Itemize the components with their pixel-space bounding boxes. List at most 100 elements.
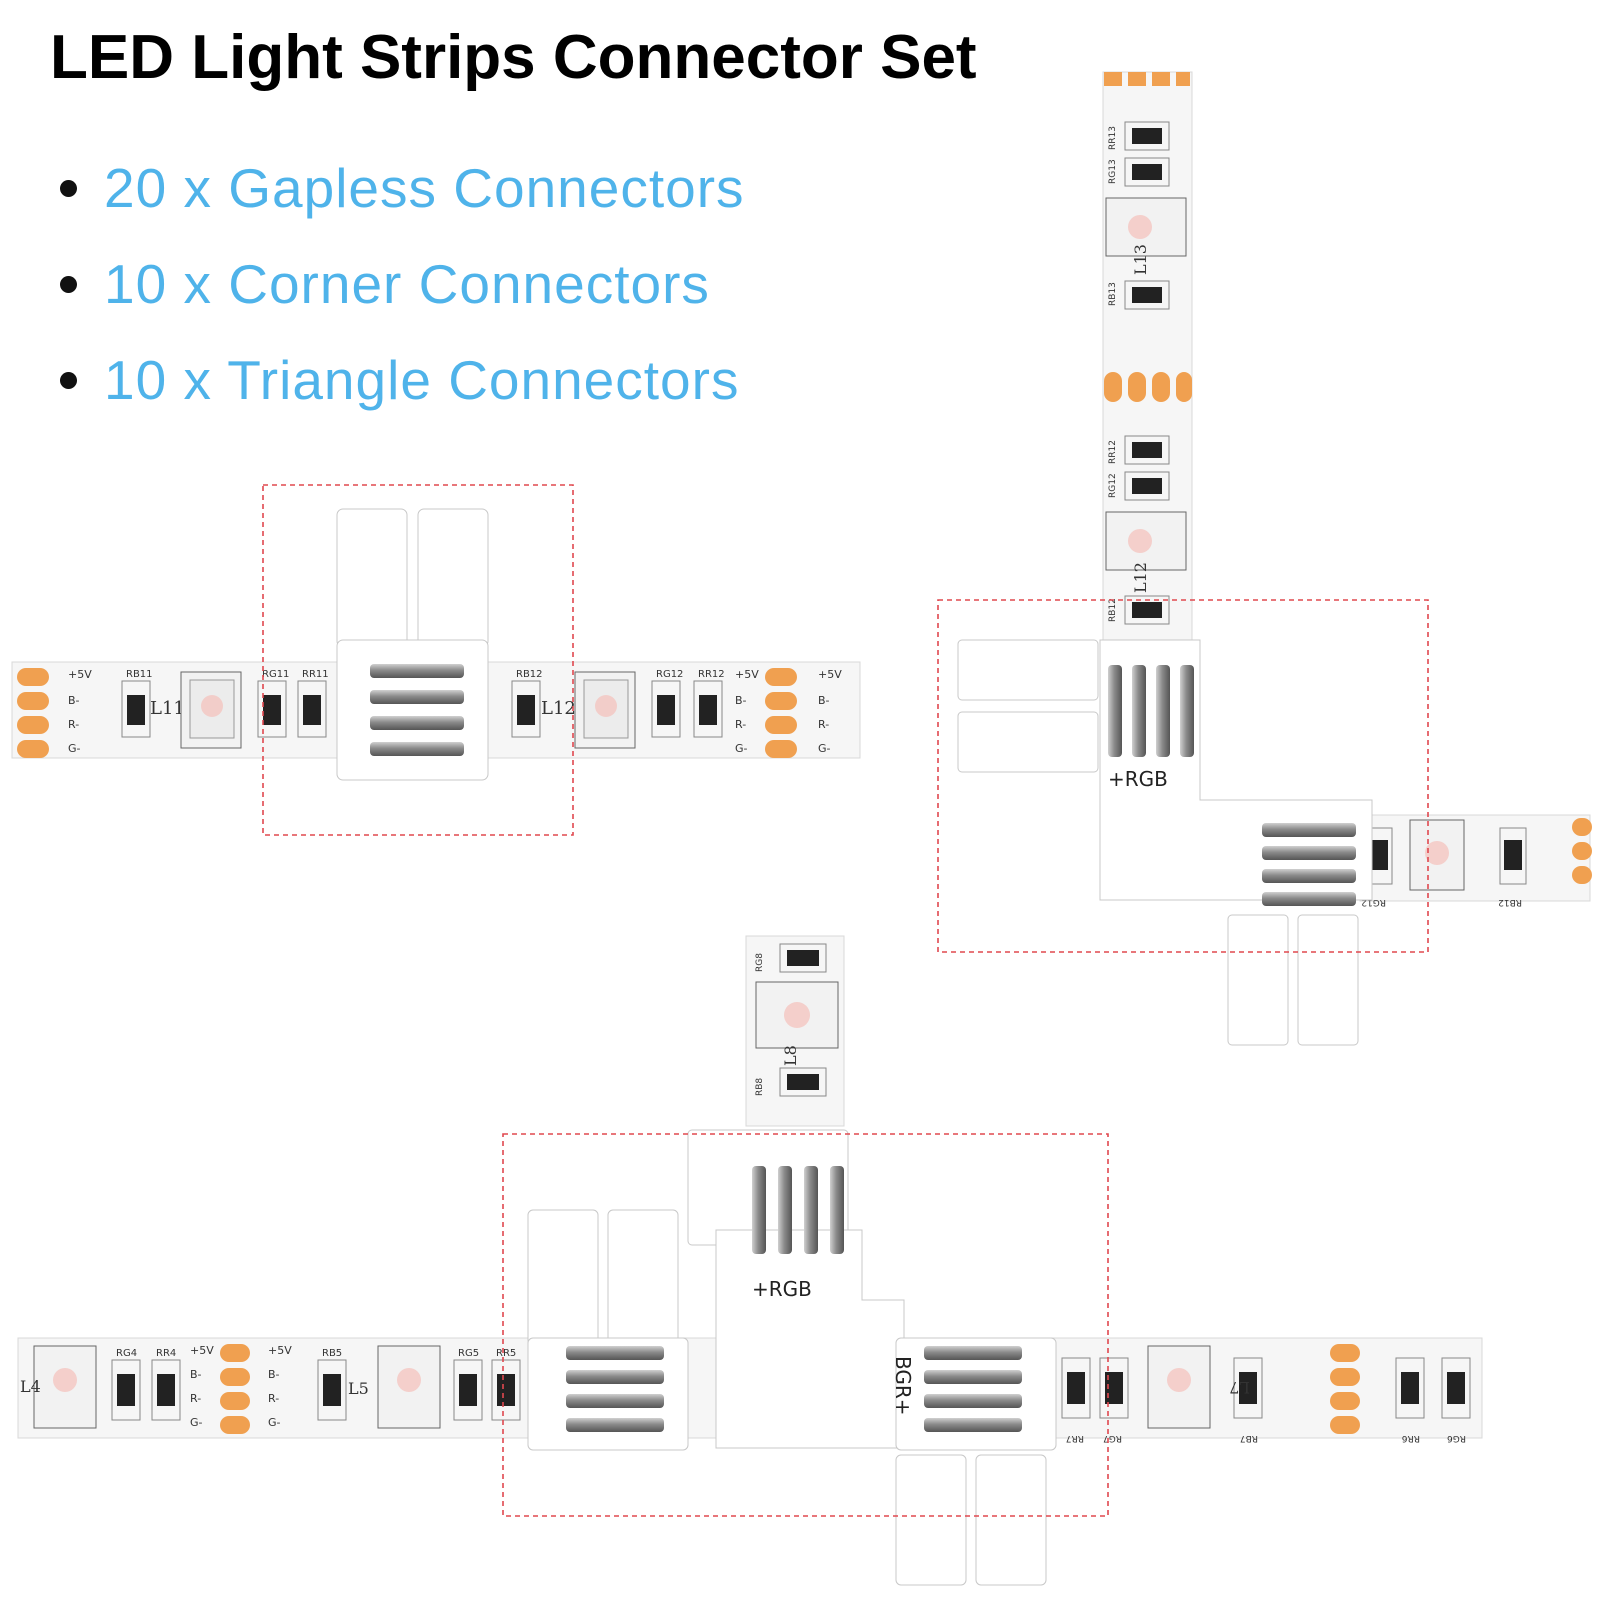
resistor-chip [657, 695, 675, 725]
resistor-chip [459, 1374, 477, 1406]
resistor-chip [787, 950, 819, 966]
resistor-chip [1370, 840, 1388, 870]
resistor-label: RR12 [1108, 440, 1118, 464]
resistor-chip [263, 695, 281, 725]
connector-clip [527, 1209, 599, 1346]
resistor-label: RR4 [156, 1348, 176, 1359]
connector-clip [687, 1129, 849, 1246]
connector-clip [417, 508, 489, 648]
led-label: L4 [20, 1377, 41, 1396]
pin-label: R- [190, 1392, 201, 1405]
gapless-connector-illustration: +5V B- R- G- +5V B- R- G- +5V B- R- G- R… [11, 484, 861, 836]
resistor-label: RB12 [1108, 598, 1118, 622]
highlight-frame [937, 599, 1429, 953]
pin-label: B- [818, 694, 830, 707]
led-die [53, 1368, 77, 1392]
connector-clip [957, 639, 1099, 701]
resistor-chip [1132, 164, 1162, 180]
resistor-chip [303, 695, 321, 725]
connector-clip [336, 508, 408, 648]
connector-pin [830, 1166, 844, 1254]
pin-label: R- [735, 718, 746, 731]
resistor [1441, 1357, 1471, 1419]
connector-pin [370, 742, 464, 756]
connector-pin [924, 1418, 1022, 1432]
resistor [121, 680, 151, 738]
connector-pin [1262, 823, 1356, 837]
led-strip [1359, 814, 1591, 902]
feature-text: 20 x Gapless Connectors [104, 157, 745, 219]
resistor-label: RB11 [126, 669, 153, 680]
gapless-connector [336, 508, 489, 781]
resistor [317, 1359, 347, 1421]
led-label: L12 [1131, 562, 1150, 593]
resistor [111, 1359, 141, 1421]
resistor [1061, 1357, 1091, 1419]
resistor-chip [323, 1374, 341, 1406]
bullet-icon [60, 371, 77, 389]
corner-connector: +RGB [957, 639, 1373, 1046]
connector-pin [1132, 665, 1146, 757]
connector-pin [370, 664, 464, 678]
connector-pin [1262, 846, 1356, 860]
led-die [595, 695, 617, 717]
resistor [257, 680, 287, 738]
resistor-chip [1504, 840, 1522, 870]
resistor [491, 1359, 521, 1421]
connector-clip [975, 1454, 1047, 1586]
resistor-chip [1132, 442, 1162, 458]
connector-pin [752, 1166, 766, 1254]
connector-clip [1297, 914, 1359, 1046]
resistor-label: RR6 [1401, 1433, 1420, 1443]
resistor [1395, 1357, 1425, 1419]
pin-label: G- [68, 742, 81, 755]
resistor [651, 680, 681, 738]
pin-label: G- [735, 742, 748, 755]
resistor-label: RG8 [755, 953, 765, 972]
connector-body [336, 639, 489, 781]
resistor-chip [517, 695, 535, 725]
led-die [397, 1368, 421, 1392]
connector-pin [1108, 665, 1122, 757]
pin-label: +5V [268, 1344, 292, 1357]
connector-pin [1156, 665, 1170, 757]
resistor-chip [1105, 1372, 1123, 1404]
led-die [201, 695, 223, 717]
resistor-chip [787, 1074, 819, 1090]
connector-pin [778, 1166, 792, 1254]
resistor-label: RB5 [322, 1348, 342, 1359]
connector-clip [895, 1454, 967, 1586]
pin-label: +5V [190, 1344, 214, 1357]
resistor-chip [1067, 1372, 1085, 1404]
resistor-label: RG7 [1103, 1433, 1122, 1443]
pin-label: G- [818, 742, 831, 755]
copper-pads [1104, 72, 1192, 402]
resistor [1124, 157, 1170, 187]
feature-item: 20 x Gapless Connectors [60, 140, 745, 236]
resistor-label: RR11 [302, 669, 329, 680]
connector-pin [924, 1394, 1022, 1408]
led-die [1128, 529, 1152, 553]
pin-label: G- [268, 1416, 281, 1429]
connector-pin [370, 690, 464, 704]
resistor [453, 1359, 483, 1421]
connector-pin [566, 1346, 664, 1360]
connector-clip [1227, 914, 1289, 1046]
bullet-icon [60, 179, 77, 197]
resistor [1499, 827, 1527, 885]
resistor-chip [699, 695, 717, 725]
resistor-label: RG5 [458, 1348, 479, 1359]
connector-pin [804, 1166, 818, 1254]
resistor [151, 1359, 181, 1421]
resistor [779, 943, 827, 973]
resistor-chip [1447, 1372, 1465, 1404]
led-die [1167, 1368, 1191, 1392]
resistor-label: RR13 [1108, 126, 1118, 150]
resistor [1233, 1357, 1263, 1419]
resistor [1124, 121, 1170, 151]
connector-clip [607, 1209, 679, 1346]
pin-label: +5V [735, 668, 759, 681]
pin-label: +5V [68, 668, 92, 681]
resistor-chip [1132, 478, 1162, 494]
resistor-label: RB13 [1108, 282, 1118, 306]
